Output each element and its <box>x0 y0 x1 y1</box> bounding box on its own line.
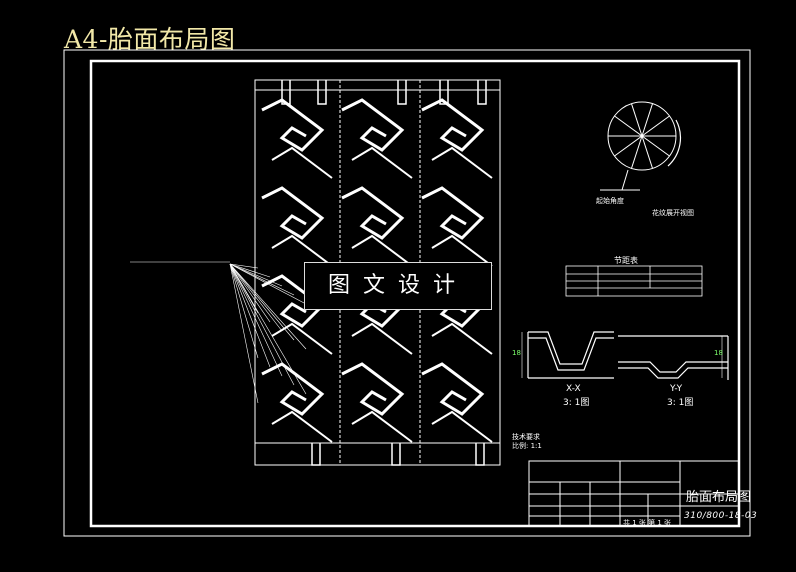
section-xx-scale: 3: 1图 <box>563 398 590 408</box>
dimension-left-value: 18 <box>512 349 521 357</box>
notes-title: 技术要求 <box>512 433 540 441</box>
pitch-table <box>565 265 703 297</box>
tread-block <box>341 362 405 416</box>
leader-line <box>229 263 259 359</box>
tread-block <box>261 186 325 240</box>
tread-groove <box>431 146 493 179</box>
spoke-line <box>641 135 670 157</box>
spoke-line <box>614 115 643 137</box>
notes-scale: 比例: 1:1 <box>512 442 542 450</box>
watermark-label: 图文设计 <box>304 262 492 310</box>
tread-tab-top <box>397 80 407 105</box>
section-yy-scale: 3: 1图 <box>667 398 694 408</box>
dimension-right-value: 18 <box>714 349 723 357</box>
side-view <box>600 101 682 191</box>
section-xx-label: X-X <box>566 384 581 394</box>
page-title: A4-胎面布局图 <box>64 25 236 54</box>
title-block-drawing-code: 310/800-18-03 <box>684 511 758 521</box>
leader-line <box>229 263 259 269</box>
pitch-table-title: 节距表 <box>614 256 638 265</box>
tread-block <box>261 362 325 416</box>
tread-groove <box>351 410 413 443</box>
tread-tab-bottom <box>311 443 321 466</box>
side-view-caption: 起始角度 <box>596 197 624 205</box>
tread-block <box>261 98 325 152</box>
leader-line <box>229 263 259 404</box>
inner-border <box>89 59 741 528</box>
tread-groove <box>271 234 333 267</box>
tread-tab-top <box>317 80 327 105</box>
tread-groove <box>351 322 413 355</box>
tread-block <box>261 274 325 328</box>
tread-groove <box>271 322 333 355</box>
outer-frame <box>63 49 751 537</box>
title-block-drawing-name: 胎面布局图 <box>686 490 752 505</box>
section-xx <box>527 331 614 379</box>
leader-line <box>229 263 307 350</box>
leader-line <box>229 263 271 278</box>
tread-groove <box>271 410 333 443</box>
tread-block <box>421 362 485 416</box>
title-block <box>528 460 740 527</box>
leader-line <box>229 263 295 341</box>
tread-block <box>341 186 405 240</box>
spoke-line <box>631 103 643 137</box>
section-yy <box>618 335 729 380</box>
leader-line <box>229 263 271 368</box>
tread-groove <box>351 234 413 267</box>
leader-line <box>229 263 295 296</box>
tread-groove <box>351 146 413 179</box>
spoke-line <box>614 135 643 157</box>
tread-tab-top <box>477 80 487 105</box>
tread-block <box>421 98 485 152</box>
title-block-sheet-count: 共 1 张 第 1 张 <box>623 519 672 527</box>
spoke-line <box>641 135 653 169</box>
tread-tab-bottom <box>391 443 401 466</box>
leader-line <box>229 263 283 377</box>
leader-line <box>229 263 295 386</box>
leader-line <box>229 263 271 323</box>
developed-view-caption: 花纹展开视图 <box>652 209 694 217</box>
spoke-line <box>641 103 653 137</box>
leader-lines <box>130 261 307 404</box>
spoke-line <box>631 135 643 169</box>
tread-groove <box>431 322 493 355</box>
dimension-lines <box>521 332 723 378</box>
leader-line <box>229 263 283 287</box>
tread-tab-top <box>281 80 291 105</box>
tread-tab-bottom <box>475 443 485 466</box>
tread-groove <box>431 234 493 267</box>
spoke-line <box>641 115 670 137</box>
tread-groove <box>431 410 493 443</box>
tread-block <box>421 186 485 240</box>
tread-block <box>341 98 405 152</box>
leader-line <box>229 263 283 332</box>
tread-groove <box>271 146 333 179</box>
section-yy-label: Y-Y <box>670 384 683 394</box>
tread-tab-top <box>439 80 449 105</box>
leader-line <box>229 263 307 305</box>
leader-line <box>229 263 307 395</box>
